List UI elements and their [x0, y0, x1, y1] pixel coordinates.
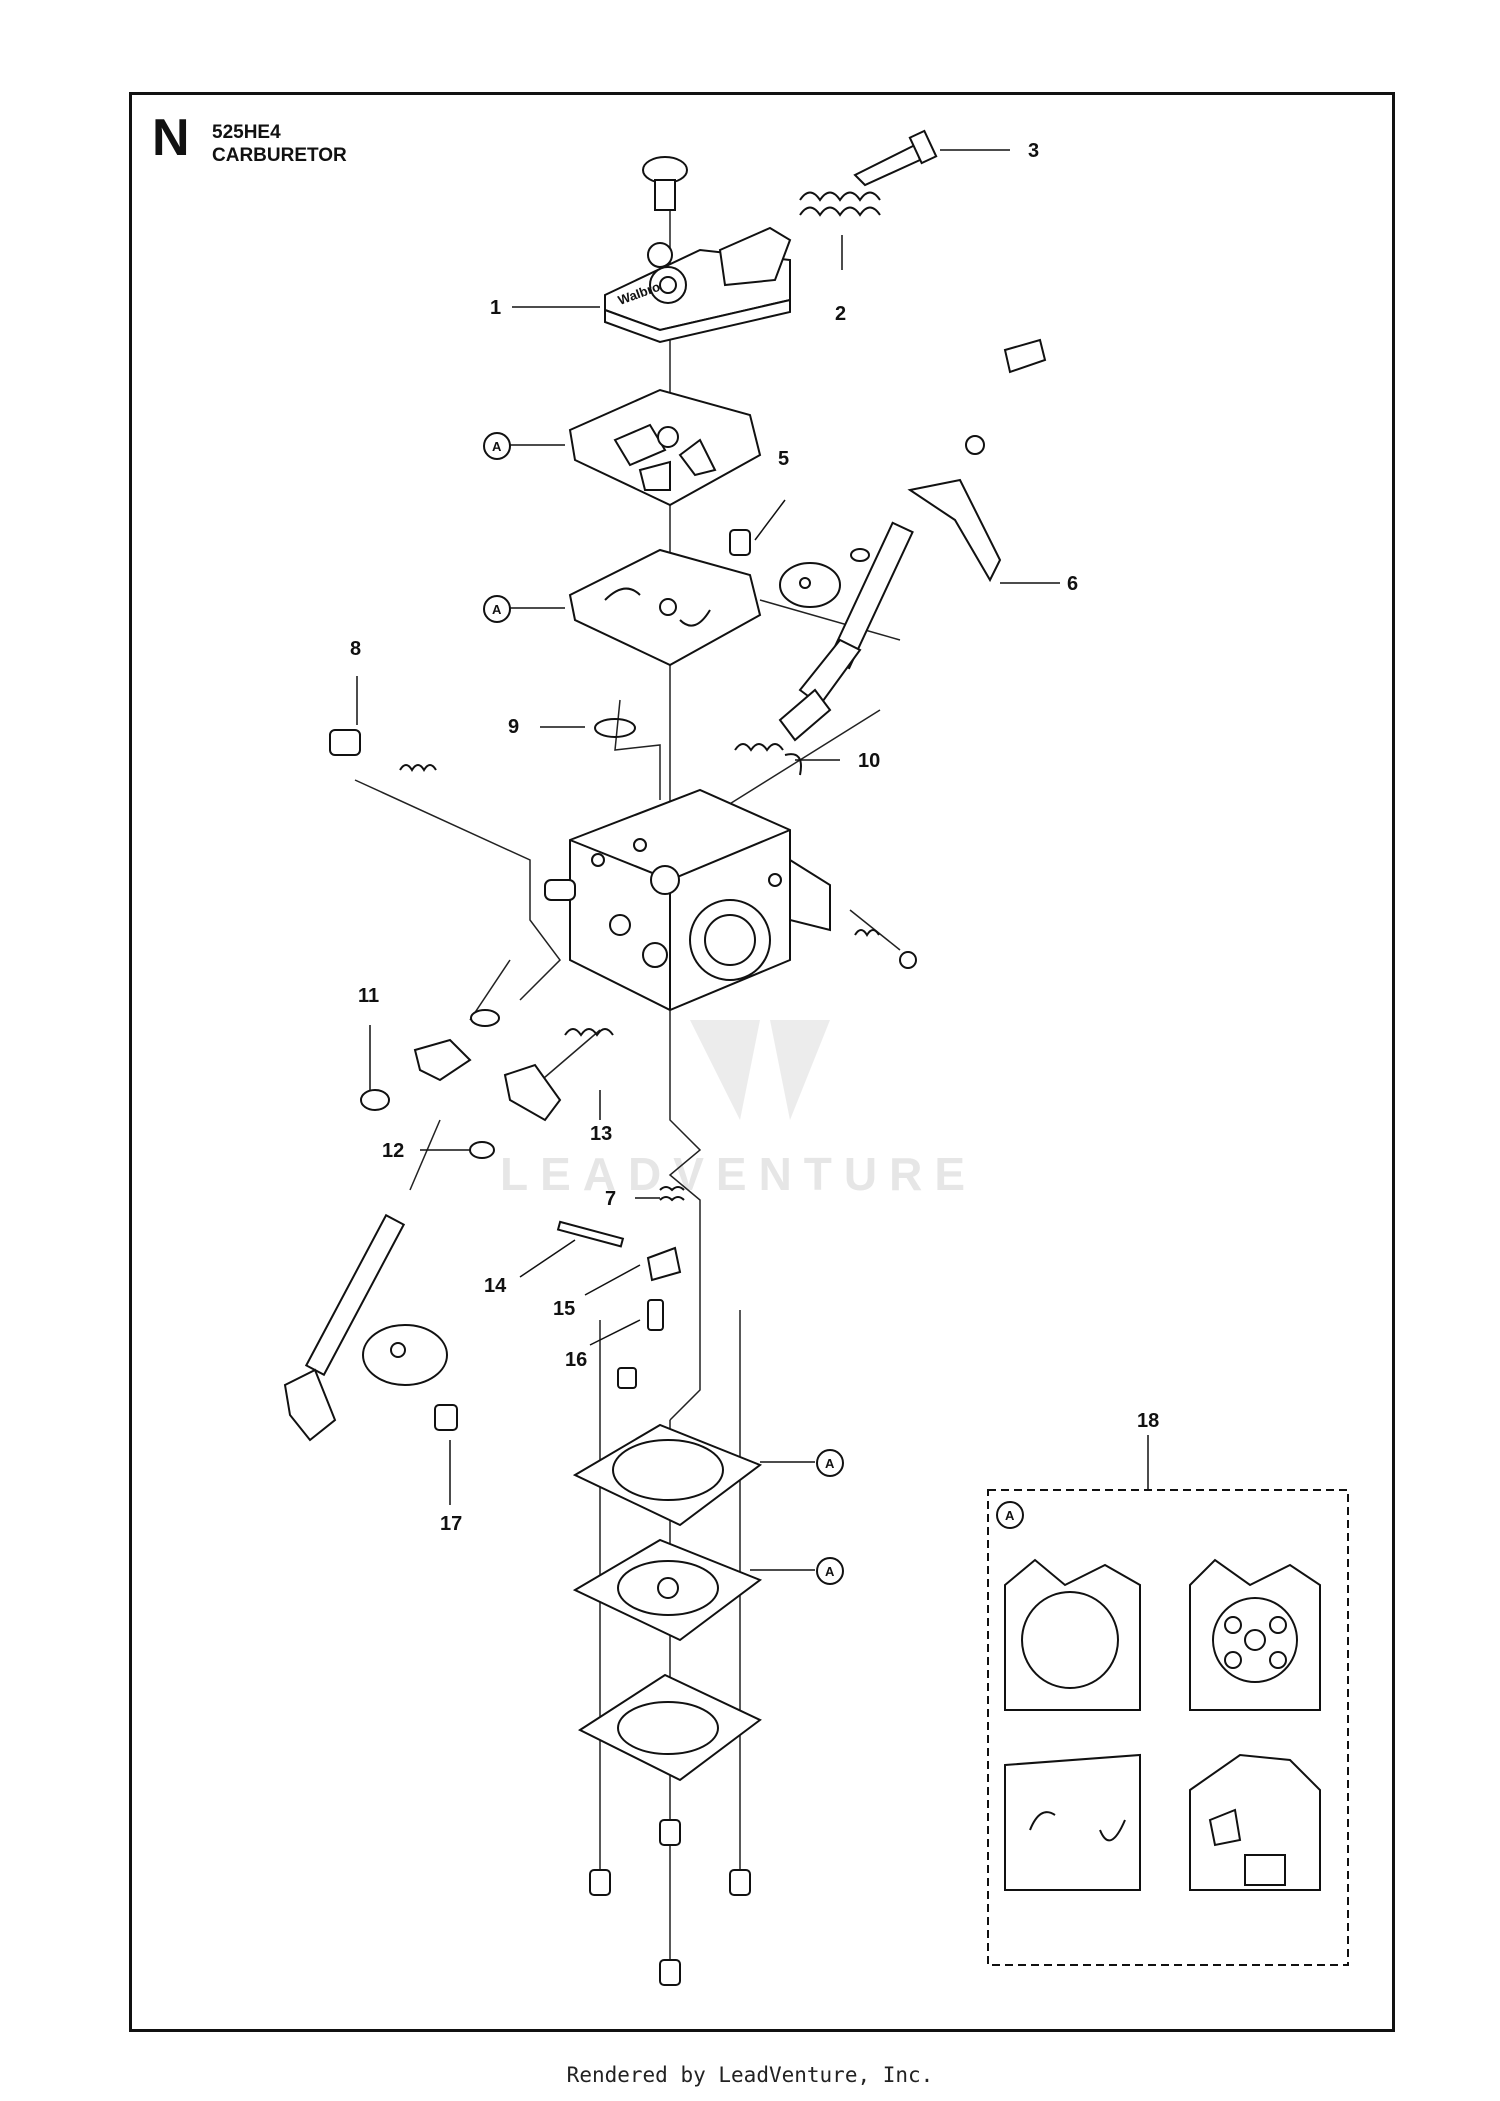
- part-5-throttle-valve: [729, 529, 870, 608]
- cover-screw: [642, 156, 688, 211]
- callout-16: 16: [565, 1349, 587, 1371]
- part-12-washer-and-plate: [469, 1063, 562, 1159]
- kit-markers: A A A A A: [483, 432, 1024, 1585]
- callout-5: 5: [778, 448, 789, 470]
- carburetor-body: [544, 788, 831, 1012]
- part-3-inlet-needle: [853, 129, 938, 187]
- part-11-choke-lever: [360, 1009, 500, 1111]
- callout-17: 17: [440, 1513, 462, 1535]
- callout-15: 15: [553, 1298, 575, 1320]
- part-10-torsion-spring: [734, 743, 802, 776]
- part-8-idle-screw: [329, 729, 437, 772]
- lower-diaphragm: [572, 1538, 763, 1642]
- callout-10: 10: [858, 750, 880, 772]
- diagram-frame: [129, 92, 1395, 2032]
- callout-11: 11: [358, 985, 379, 1007]
- part-1-pump-cover: WaIbro: [604, 226, 792, 344]
- callout-8: 8: [350, 638, 361, 660]
- pump-cover-lower: [577, 1673, 762, 1782]
- kit-marker-3: A: [816, 1449, 844, 1477]
- callout-7: 7: [605, 1188, 616, 1210]
- metering-gasket-upper: [568, 388, 762, 507]
- kit-marker-label: A: [492, 439, 502, 454]
- part-7-metering-spring: [659, 1186, 685, 1202]
- high-speed-screw: [854, 929, 917, 969]
- part-13-choke-spring: [564, 1028, 614, 1037]
- kit-marker-2: A: [483, 595, 511, 623]
- part-16-inlet-needle: [647, 1299, 664, 1331]
- part-15-metering-lever: [646, 1246, 682, 1282]
- callout-6: 6: [1067, 573, 1078, 595]
- lower-screws: [589, 1819, 751, 1986]
- kit-marker-box: A: [996, 1501, 1024, 1529]
- gasket-kit-box: [987, 1489, 1349, 1966]
- kit-marker-label: A: [825, 1456, 835, 1471]
- lower-gasket-1: [572, 1423, 763, 1527]
- part-6-throttle-shaft: [778, 338, 1047, 742]
- callout-3: 3: [1028, 140, 1039, 162]
- guide-lines: [354, 210, 901, 1960]
- kit-marker-1: A: [483, 432, 511, 460]
- callout-18: 18: [1137, 1410, 1159, 1432]
- watermark-text: LEADVENTURE: [500, 1148, 977, 1200]
- callout-9: 9: [508, 716, 519, 738]
- diagram-title: CARBURETOR: [212, 145, 347, 166]
- callout-13: 13: [590, 1123, 612, 1145]
- leader-lines: [356, 149, 1149, 1571]
- kit-marker-label: A: [825, 1564, 835, 1579]
- model-number: 525HE4: [212, 122, 281, 143]
- kit-marker-label: A: [492, 602, 502, 617]
- choke-shaft-lower: [283, 1213, 637, 1442]
- kit-marker-label: A: [1005, 1508, 1015, 1523]
- callout-14: 14: [484, 1275, 507, 1297]
- callout-1: 1: [490, 297, 501, 319]
- kit-marker-4: A: [816, 1557, 844, 1585]
- watermark: LEADVENTURE: [500, 1020, 977, 1200]
- part-14-lever-pin: [556, 1220, 625, 1248]
- section-letter: N: [152, 109, 190, 167]
- callout-2: 2: [835, 303, 846, 325]
- part-9-o-ring: [594, 718, 636, 738]
- part-2-spring: [799, 191, 881, 217]
- callout-12: 12: [382, 1140, 404, 1162]
- diaphragm-gasket-upper: [568, 548, 762, 667]
- footer-credit: Rendered by LeadVenture, Inc.: [566, 2063, 934, 2087]
- callouts: 1 2 3 5 6 8 9 10 11 12 13 7 14 15 16 17 …: [350, 140, 1159, 1535]
